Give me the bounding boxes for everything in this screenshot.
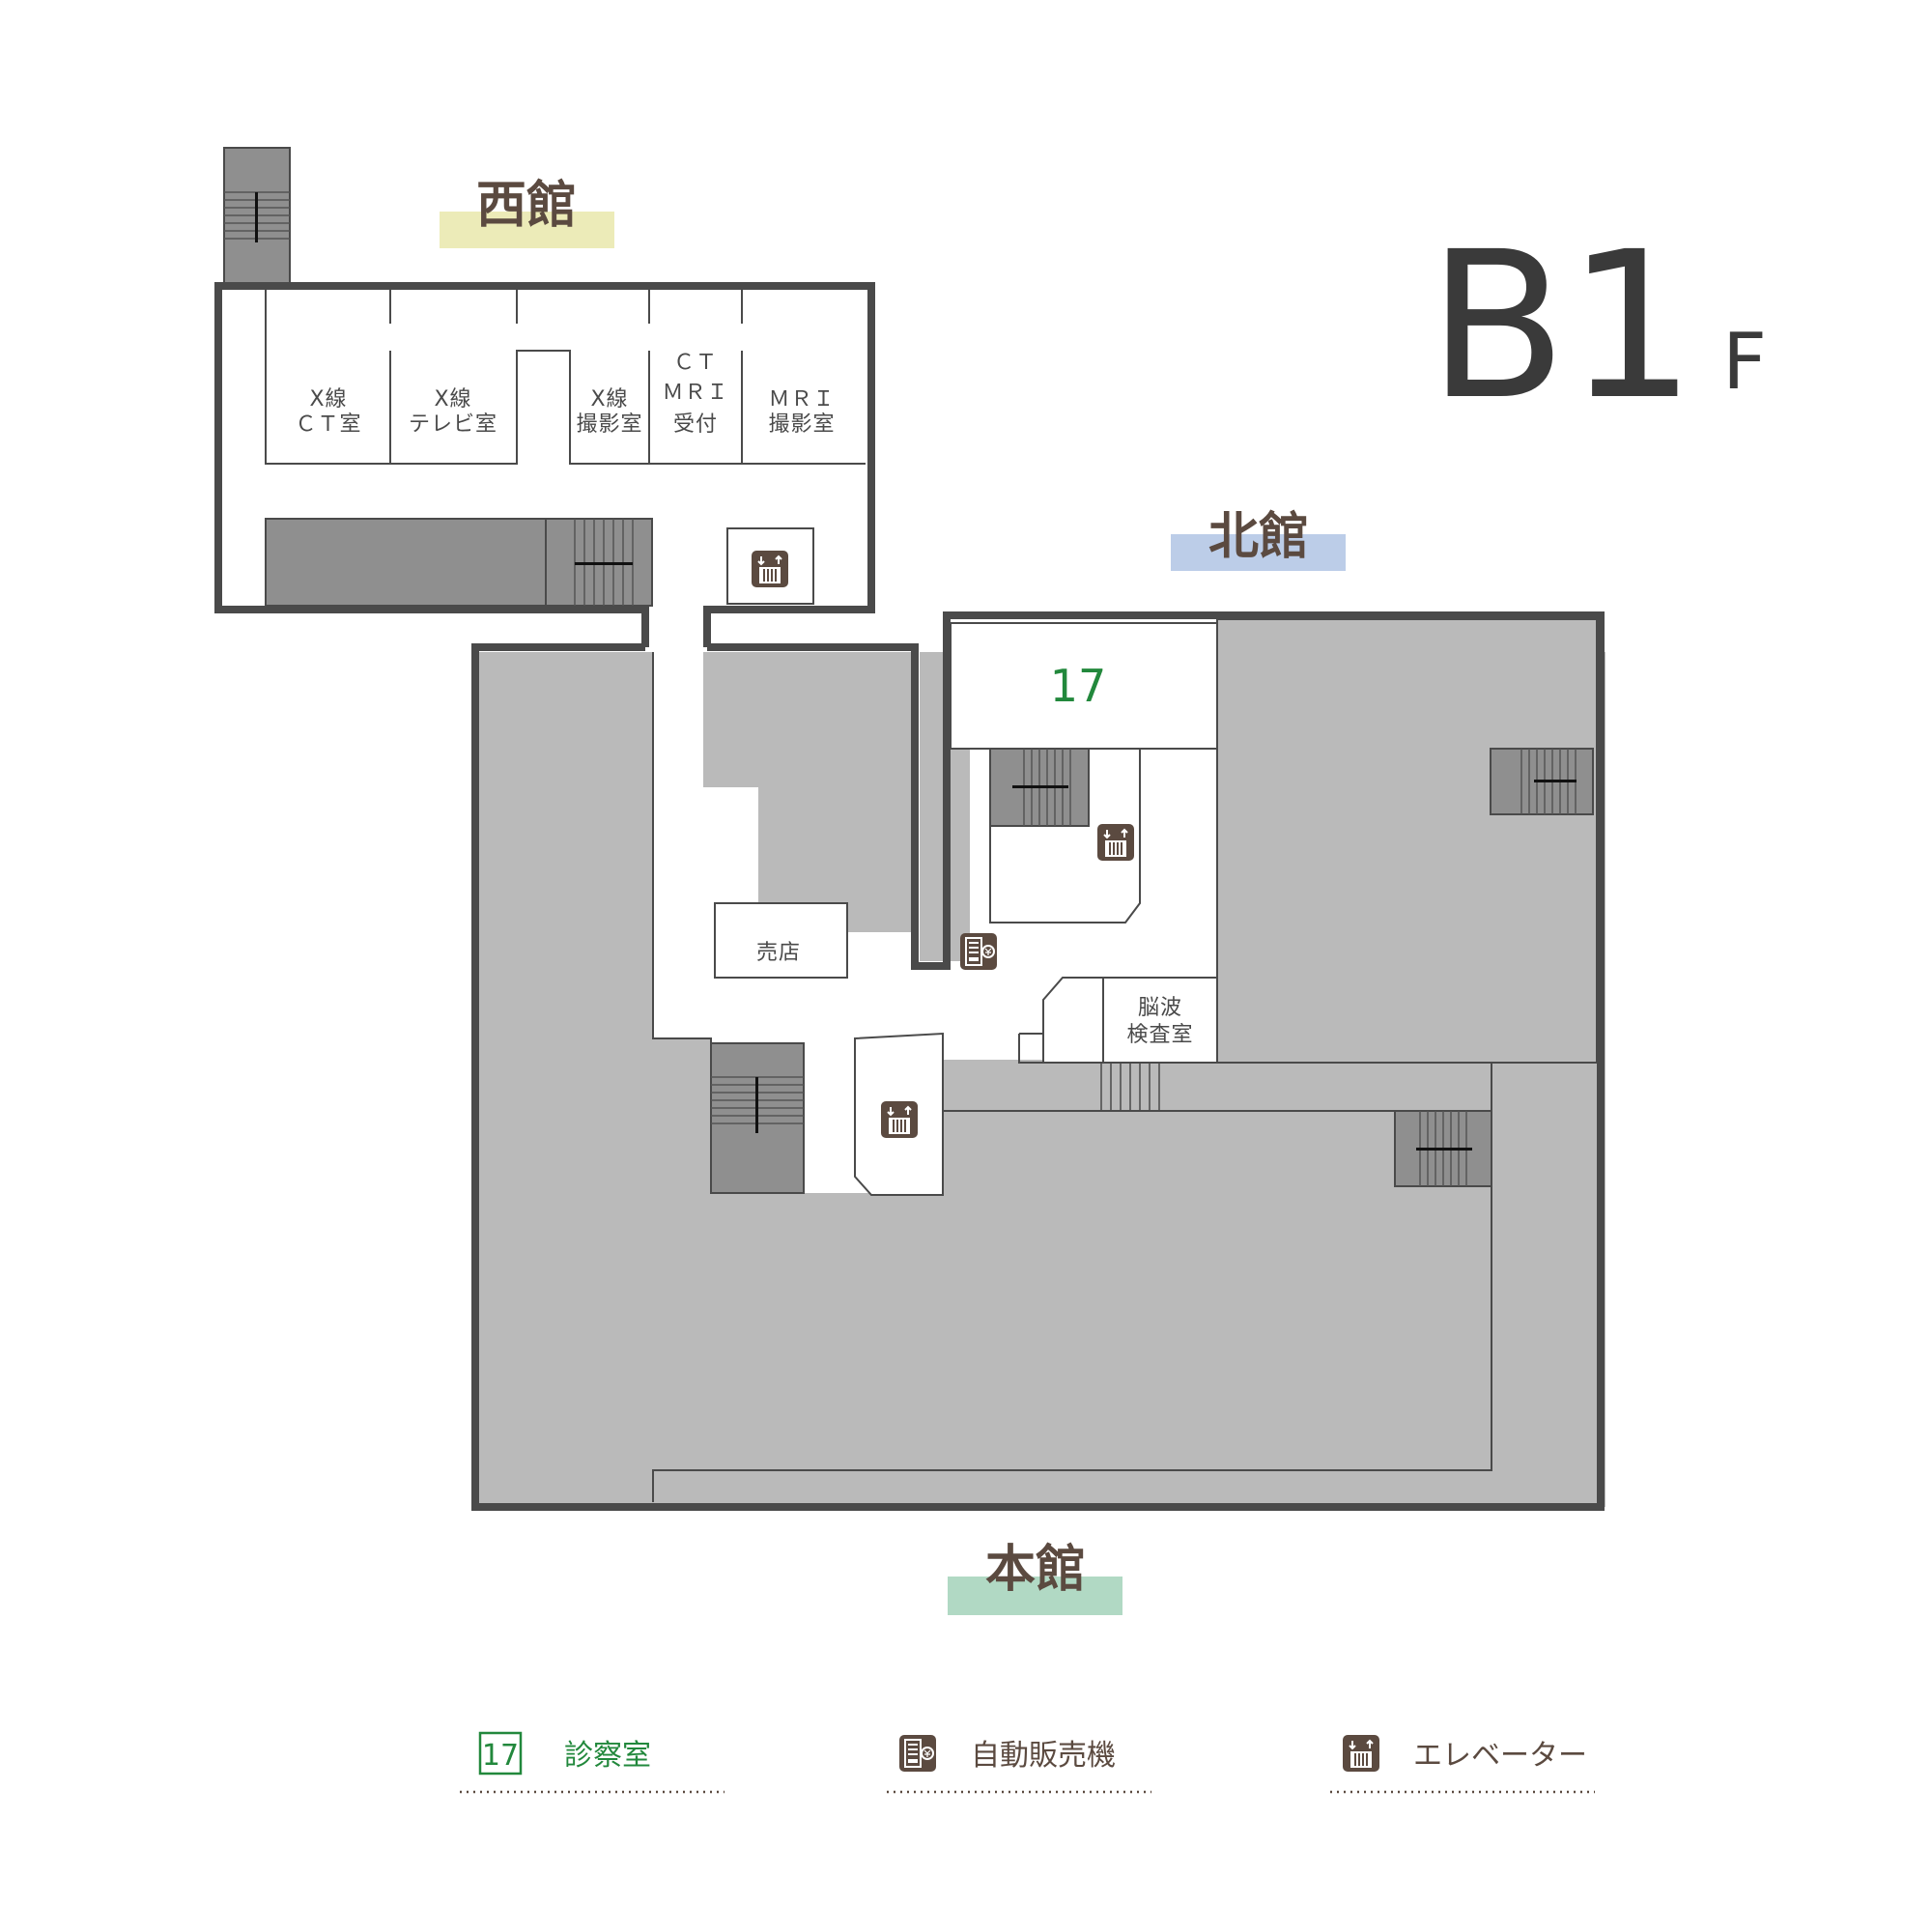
exam-room-legend-box bbox=[478, 1731, 523, 1776]
exam-room-number: 17 bbox=[1050, 660, 1107, 712]
room-ct-mri-line2: ＭＲＩ bbox=[662, 381, 728, 405]
room-xray-ct-line1: X線 bbox=[309, 387, 347, 412]
room-mri-photo-line1: ＭＲＩ bbox=[768, 387, 835, 412]
legend: 17 診察室 自動販売機 エレベーター bbox=[460, 1731, 1595, 1794]
room-xray-photo-line2: 撮影室 bbox=[576, 412, 642, 437]
north-building bbox=[950, 618, 1598, 1064]
floor-label: B1 bbox=[1428, 208, 1696, 444]
room-xray-tv-line1: X線 bbox=[434, 387, 471, 412]
north-building-label: 北館 bbox=[1208, 508, 1309, 566]
room-eeg-line1: 脳波 bbox=[1138, 996, 1182, 1020]
elevator-icon[interactable] bbox=[880, 1100, 919, 1139]
main-building-label: 本館 bbox=[985, 1541, 1086, 1599]
vending-machine-icon bbox=[898, 1734, 937, 1773]
west-building bbox=[214, 147, 875, 647]
room-xray-ct-line2: ＣＴ室 bbox=[295, 412, 361, 437]
stairs-main-right bbox=[1394, 1110, 1492, 1187]
room-ct-mri-line1: ＣＴ bbox=[673, 351, 718, 375]
room-mri-photo-line2: 撮影室 bbox=[768, 412, 835, 437]
legend-elevator: エレベーター bbox=[1330, 1734, 1595, 1794]
room-xray-tv-line2: テレビ室 bbox=[409, 412, 497, 437]
legend-exam-number: 17 bbox=[482, 1739, 519, 1773]
north-building-label-bg bbox=[1171, 534, 1346, 571]
vending-machine-icon[interactable] bbox=[959, 932, 998, 971]
room-xray-photo-line1: X線 bbox=[590, 387, 628, 412]
elevator-icon bbox=[1342, 1734, 1380, 1773]
legend-vending: 自動販売機 bbox=[887, 1734, 1151, 1794]
legend-elevator-label: エレベーター bbox=[1413, 1739, 1587, 1773]
west-building-label: 西館 bbox=[476, 177, 577, 235]
legend-exam-label: 診察室 bbox=[564, 1739, 651, 1773]
stairs-main-left bbox=[710, 1042, 805, 1194]
west-building-label-bg bbox=[440, 212, 614, 248]
elevator-icon[interactable] bbox=[1096, 823, 1135, 862]
elevator-icon[interactable] bbox=[751, 550, 789, 588]
legend-exam-room: 17 診察室 bbox=[460, 1731, 724, 1794]
main-building-label-bg bbox=[948, 1577, 1122, 1615]
room-eeg-line2: 検査室 bbox=[1126, 1023, 1193, 1047]
floor-suffix: F bbox=[1722, 317, 1767, 407]
room-ct-mri-line3: 受付 bbox=[673, 412, 718, 437]
legend-vending-label: 自動販売機 bbox=[971, 1739, 1116, 1773]
room-shop: 売店 bbox=[756, 941, 801, 965]
